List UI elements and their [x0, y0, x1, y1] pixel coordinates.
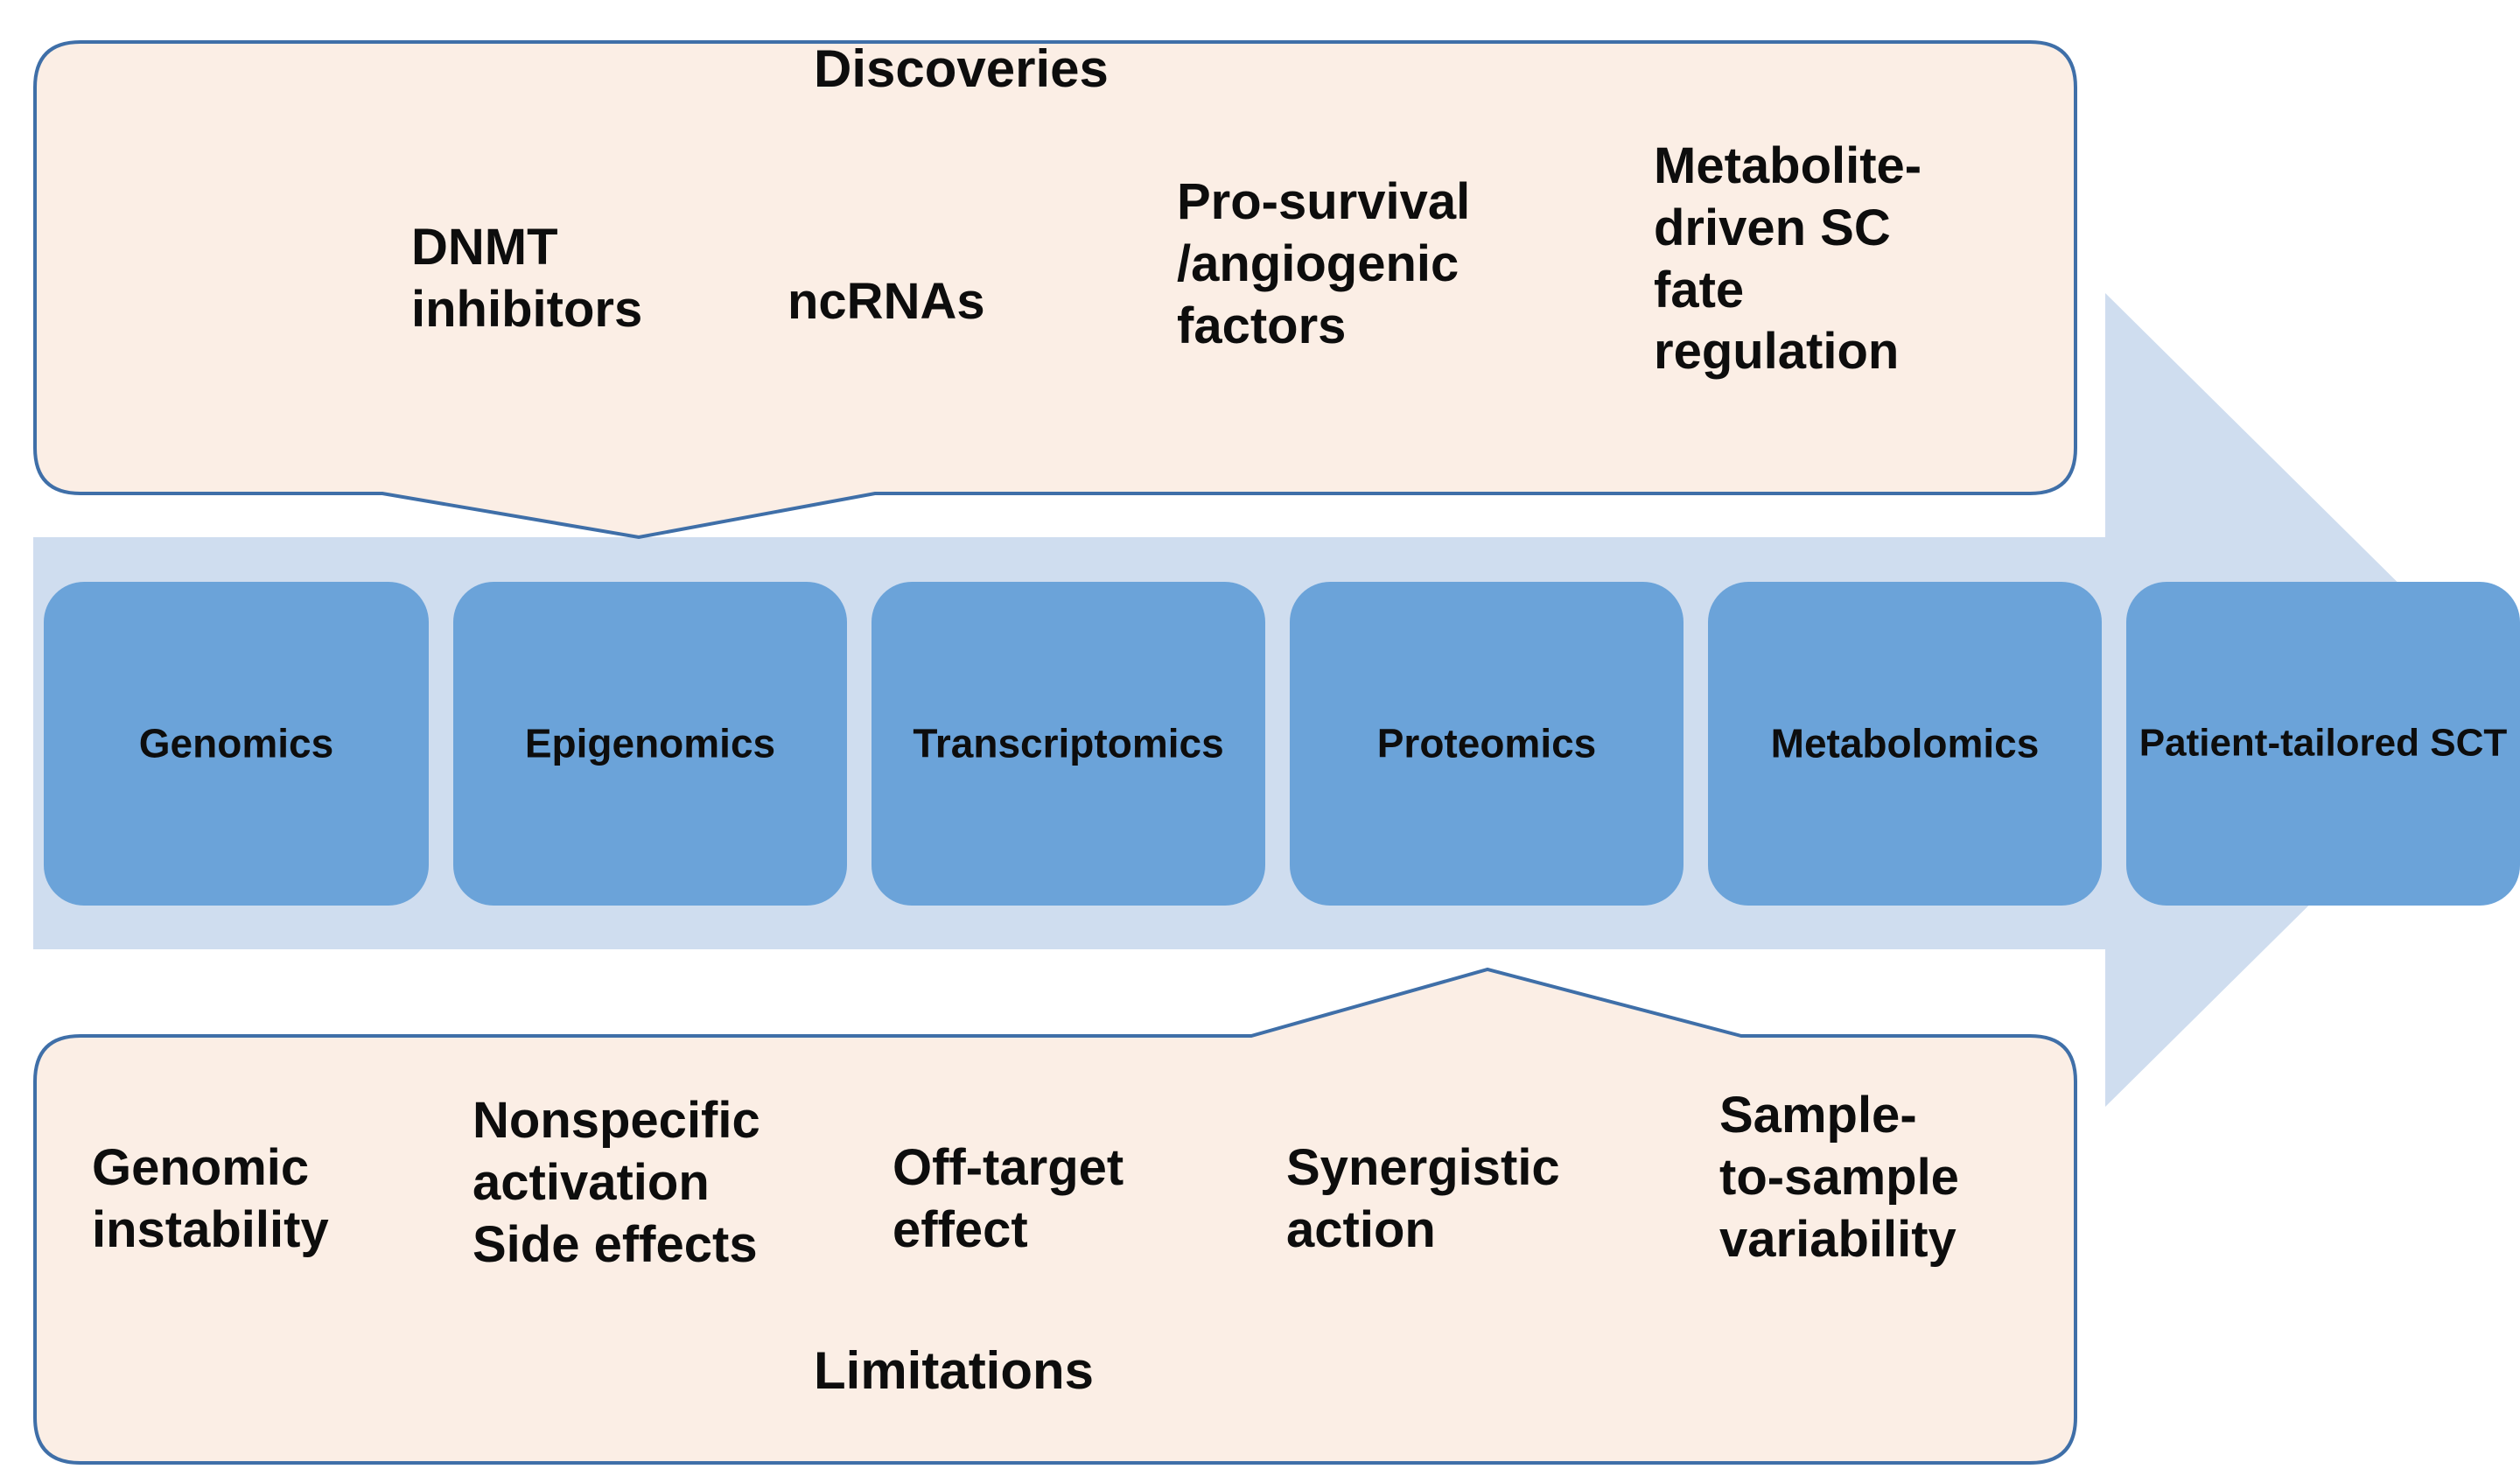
- discoveries-callout-shape: [33, 40, 2077, 540]
- discovery-item-dnmt-inhibitors: DNMT inhibitors: [411, 219, 643, 338]
- pipeline-node-transcriptomics[interactable]: Transcriptomics: [872, 582, 1265, 906]
- pipeline-node-genomics[interactable]: Genomics: [44, 582, 429, 906]
- pipeline-outcome-patient-tailored-sct[interactable]: Patient-tailored SCT: [2126, 582, 2520, 906]
- discovery-item-ncrnas: ncRNAs: [788, 273, 985, 330]
- limitation-item-off-target-effect: Off-target effect: [892, 1139, 1124, 1258]
- pipeline-node-transcriptomics-label: Transcriptomics: [913, 720, 1224, 766]
- pipeline-node-proteomics[interactable]: Proteomics: [1290, 582, 1684, 906]
- limitations-title: Limitations: [814, 1341, 1095, 1400]
- pipeline-outcome-label: Patient-tailored SCT: [2138, 721, 2508, 765]
- limitation-item-synergistic-action: Synergistic action: [1286, 1139, 1560, 1258]
- pipeline-node-epigenomics-label: Epigenomics: [524, 720, 776, 766]
- pipeline-node-genomics-label: Genomics: [138, 720, 334, 766]
- pipeline-node-metabolomics-label: Metabolomics: [1770, 720, 2040, 766]
- limitations-callout-shape: [33, 967, 2077, 1465]
- pipeline-node-metabolomics[interactable]: Metabolomics: [1708, 582, 2102, 906]
- discoveries-title: Discoveries: [814, 39, 1109, 98]
- limitation-item-genomic-instability: Genomic instability: [92, 1139, 329, 1258]
- pipeline-node-proteomics-label: Proteomics: [1376, 720, 1597, 766]
- discovery-item-pro-survival-angiogenic-factors: Pro-survival /angiogenic factors: [1177, 173, 1471, 354]
- discovery-item-metabolite-driven-sc-fate-regulation: Metabolite- driven SC fate regulation: [1654, 137, 1922, 381]
- limitation-item-nonspecific-activation-side-effects: Nonspecific activation Side effects: [472, 1092, 760, 1273]
- limitation-item-sample-to-sample-variability: Sample- to-sample variability: [1719, 1087, 1959, 1268]
- pipeline-node-epigenomics[interactable]: Epigenomics: [453, 582, 847, 906]
